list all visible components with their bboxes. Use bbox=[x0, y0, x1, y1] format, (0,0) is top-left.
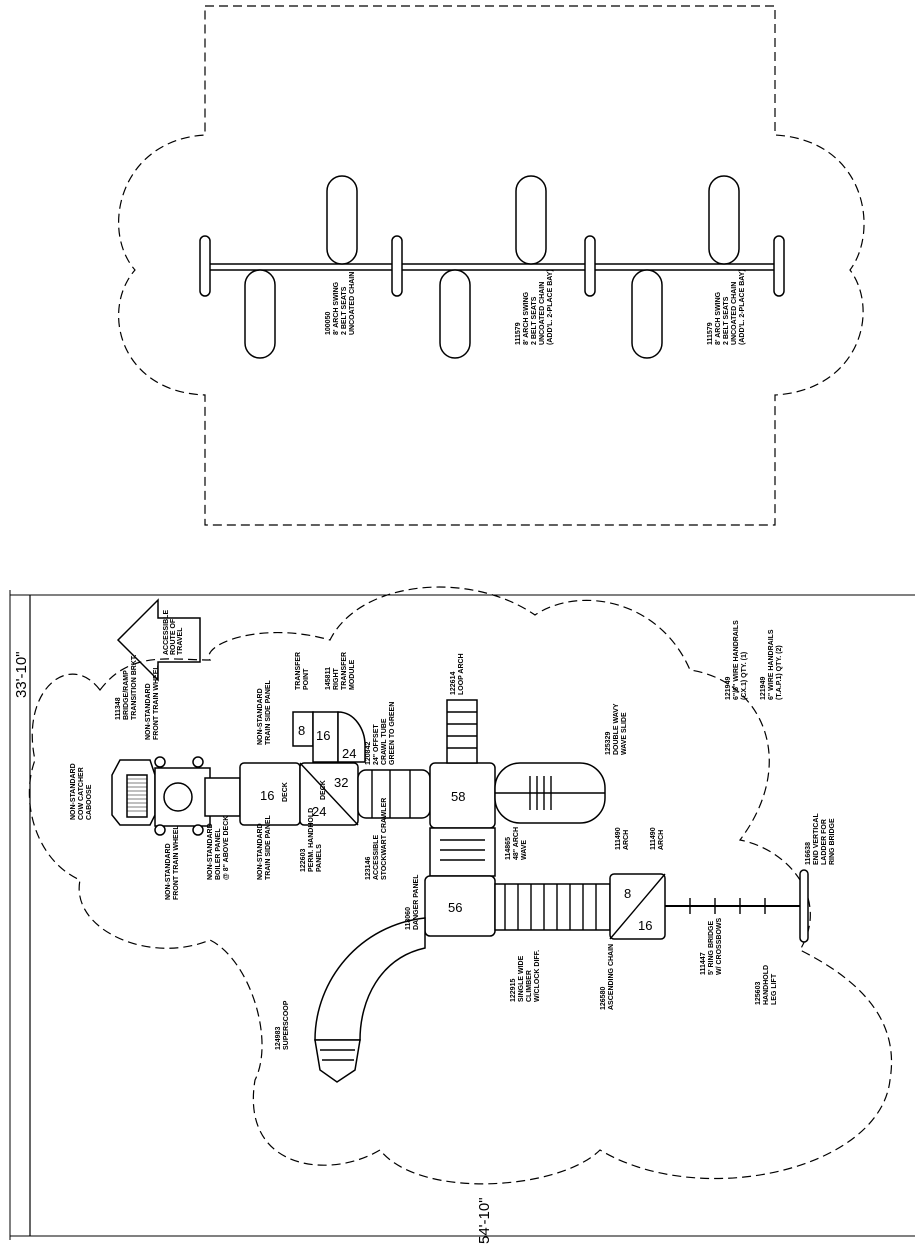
label-perimeter-1: 121949 6"/6" WIRE HANDRAILS (CX.1) QTY. … bbox=[725, 618, 748, 700]
label-front-wheel-top: NON-STANDARD FRONT TRAIN WHEEL bbox=[145, 665, 160, 740]
deck-56: 56 bbox=[424, 875, 496, 937]
swing-seat-zone bbox=[515, 175, 547, 265]
label-side-panel-bot: NON-STANDARD TRAIN SIDE PANEL bbox=[257, 814, 272, 880]
deck-8-16: 8 16 bbox=[609, 873, 666, 940]
label-wave: 114865 48" ARCH WAVE bbox=[505, 825, 528, 860]
label-boiler: NON-STANDARD BOILER PANEL @ 8" ABOVE DEC… bbox=[207, 816, 230, 880]
swing-seat-zone bbox=[439, 269, 471, 359]
play-use-zone-boundary bbox=[28, 586, 892, 1185]
transfer-module: 8 16 24 bbox=[292, 711, 366, 763]
ring-bridge bbox=[665, 869, 809, 943]
label-transfer-module: 145811 RIGHT TRANSFER MODULE bbox=[325, 650, 356, 690]
swing-seat-zone bbox=[326, 175, 358, 265]
swing-seat-zone bbox=[708, 175, 740, 265]
train-wheel-icon bbox=[154, 756, 166, 768]
svg-text:16: 16 bbox=[260, 788, 274, 803]
label-deck-2: DECK bbox=[320, 780, 327, 800]
swing-post bbox=[391, 235, 403, 297]
label-deck-1: DECK bbox=[282, 782, 289, 802]
swing-use-zone-boundary bbox=[118, 5, 865, 526]
swing-area: 100050 8' ARCH SWING 2 BELT SEATS UNCOAT… bbox=[118, 5, 865, 526]
train-wheel-icon bbox=[163, 782, 193, 812]
label-perimeter-2: 121949 6" WIRE HANDRAILS (T.A.P.1) QTY. … bbox=[760, 627, 783, 700]
label-ring-bridge: 111447 5' RING BRIDGE W/ CROSSBOWS bbox=[700, 918, 723, 975]
label-ladder: 116638 END VERTICAL LADDER FOR RING BRID… bbox=[805, 811, 836, 865]
svg-text:16: 16 bbox=[638, 918, 652, 933]
swing-bay-2-label: 111579 8' ARCH SWING 2 BELT SEATS UNCOAT… bbox=[515, 269, 554, 345]
length-dimension: 54'-10" bbox=[476, 1197, 493, 1244]
label-crawler: 123146 ACCESSIBLE STOCKWART CRAWLER bbox=[365, 798, 388, 880]
spiral-slide bbox=[314, 917, 426, 1083]
crawler bbox=[429, 827, 496, 877]
accessible-route-arrow: ACCESSIBLE ROUTE OF TRAVEL bbox=[116, 598, 201, 682]
label-caboose: NON-STANDARD COW CATCHER CABOOSE bbox=[70, 761, 93, 820]
label-loop-arch: 122614 LOOP ARCH bbox=[450, 653, 465, 695]
loop-arch bbox=[446, 699, 478, 764]
site-dimensions: 33'-10" 54'-10" bbox=[9, 590, 915, 1244]
label-arch-2: 111490 ARCH bbox=[650, 825, 665, 850]
deck-24-32: 24 32 bbox=[299, 762, 359, 826]
swing-bay-3-label: 111579 8' ARCH SWING 2 BELT SEATS UNCOAT… bbox=[707, 269, 746, 345]
train-caboose bbox=[111, 756, 241, 836]
swing-bay-1-label: 100050 8' ARCH SWING 2 BELT SEATS UNCOAT… bbox=[325, 272, 356, 335]
svg-text:24: 24 bbox=[342, 746, 356, 761]
label-offset-tube: 120842 24" OFFSET CRAWL TUBE GREEN TO GR… bbox=[365, 702, 396, 765]
swing-post bbox=[199, 235, 211, 297]
label-lift-handhold: 125603 HANDHOLD LEG LIFT bbox=[755, 963, 778, 1005]
svg-text:56: 56 bbox=[448, 900, 462, 915]
svg-text:16: 16 bbox=[316, 728, 330, 743]
width-dimension: 33'-10" bbox=[13, 651, 30, 698]
train-wheel-icon bbox=[192, 756, 204, 768]
crawl-tube bbox=[357, 769, 431, 819]
svg-text:8: 8 bbox=[624, 886, 631, 901]
svg-text:24: 24 bbox=[312, 804, 326, 819]
label-side-panel-top: NON-STANDARD TRAIN SIDE PANEL bbox=[257, 679, 272, 745]
swing-seat-zone bbox=[244, 269, 276, 359]
svg-text:32: 32 bbox=[334, 775, 348, 790]
double-wavy-slide bbox=[494, 762, 606, 824]
label-ascending: 126580 ASCENDING CHAIN bbox=[600, 944, 615, 1010]
label-front-wheel-bot: NON-STANDARD FRONT TRAIN WHEEL bbox=[165, 825, 180, 900]
svg-text:8: 8 bbox=[298, 723, 305, 738]
label-transfer-point: TRANSFER POINT bbox=[295, 650, 310, 690]
climber bbox=[494, 883, 611, 931]
label-handhold: 122603 PERM. HANDHOLD PANELS bbox=[300, 806, 323, 872]
train-wheel-icon bbox=[154, 824, 166, 836]
swing-post bbox=[773, 235, 785, 297]
label-climber: 122915 SINGLE WIDE CLIMBER W/CLOCK DIFF. bbox=[510, 950, 541, 1002]
label-superscoop: 124983 SUPERSCOOP bbox=[275, 1000, 290, 1050]
svg-text:ACCESSIBLE ROUTE OF: ACCESSIBLE ROUTE OF TRAVEL bbox=[163, 608, 184, 655]
swing-post bbox=[584, 235, 596, 297]
label-arch-1: 111490 ARCH bbox=[615, 825, 630, 850]
component-labels: NON-STANDARD COW CATCHER CABOOSE 111348 … bbox=[70, 618, 836, 1050]
train-wheel-icon bbox=[192, 824, 204, 836]
label-double-slide: 125329 DOUBLE WAVY WAVE SLIDE bbox=[605, 702, 628, 755]
label-ramp-bracket: 111348 BRIDGE/RAMP TRANSITION BRKT. bbox=[115, 655, 138, 720]
svg-text:58: 58 bbox=[451, 789, 465, 804]
deck-58: 58 bbox=[429, 762, 496, 829]
swing-seat-zone bbox=[631, 269, 663, 359]
label-danger-panel: 118060 DANGER PANEL bbox=[405, 874, 420, 930]
